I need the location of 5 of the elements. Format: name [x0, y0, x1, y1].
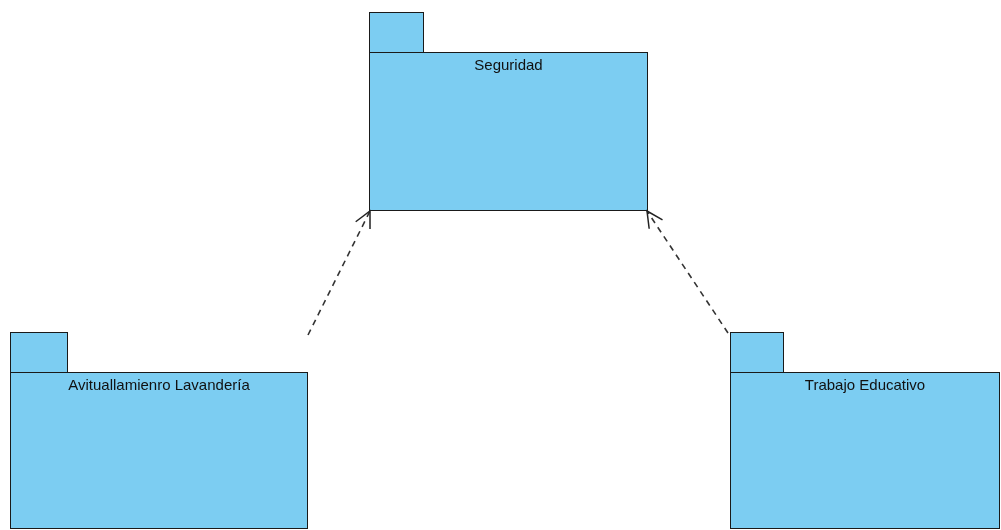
- package-name: Trabajo Educativo: [804, 376, 926, 395]
- dependency-arrow: [307, 210, 371, 336]
- package-name: Seguridad: [474, 56, 543, 75]
- package-name: Avituallamienro Lavandería: [68, 376, 250, 395]
- dependency-arrow: [646, 210, 729, 334]
